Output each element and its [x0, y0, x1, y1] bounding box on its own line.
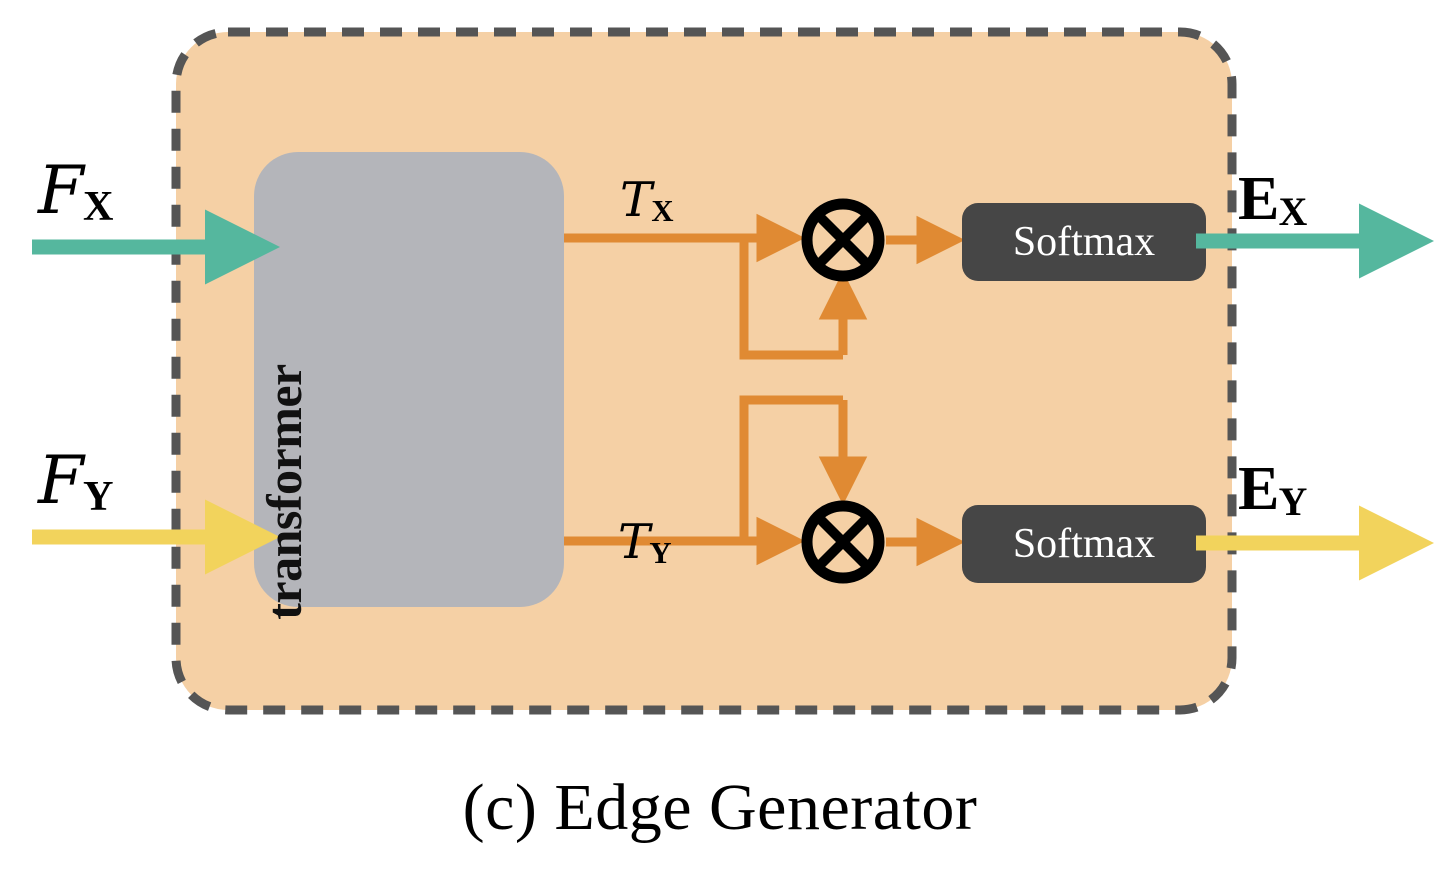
- label-input-feature-y-symbol: F: [38, 442, 84, 519]
- label-token-x-symbol: T: [620, 172, 653, 228]
- figure-caption: (c) Edge Generator: [462, 771, 978, 844]
- label-token-x: TX: [620, 176, 674, 228]
- softmax-bottom-block: [962, 505, 1206, 583]
- flow-ty-branch-up: [739, 395, 843, 541]
- label-token-x-subscript: X: [651, 193, 674, 228]
- flow-tx-branch-down: [739, 238, 843, 360]
- transformer-block-label: transformer: [256, 364, 312, 620]
- softmax-top-block: [962, 203, 1206, 281]
- label-output-edge-x: EX: [1238, 165, 1308, 233]
- label-output-edge-y-subscript: Y: [1278, 480, 1308, 525]
- label-token-y-subscript: Y: [649, 535, 672, 570]
- label-output-edge-x-symbol: E: [1238, 165, 1280, 233]
- label-output-edge-y: EY: [1238, 455, 1308, 523]
- label-input-feature-x-subscript: X: [82, 182, 114, 230]
- transformer-block: [254, 152, 564, 607]
- label-token-y-symbol: T: [618, 514, 651, 570]
- label-output-edge-y-symbol: E: [1238, 455, 1280, 523]
- multiply-bottom-icon: [801, 500, 885, 584]
- label-output-edge-x-subscript: X: [1278, 190, 1308, 235]
- label-token-y: TY: [618, 518, 672, 570]
- label-input-feature-x: FX: [38, 158, 114, 228]
- label-input-feature-y: FY: [38, 448, 114, 518]
- label-input-feature-y-subscript: Y: [82, 472, 114, 520]
- label-input-feature-x-symbol: F: [38, 152, 84, 229]
- multiply-top-icon: [801, 198, 885, 282]
